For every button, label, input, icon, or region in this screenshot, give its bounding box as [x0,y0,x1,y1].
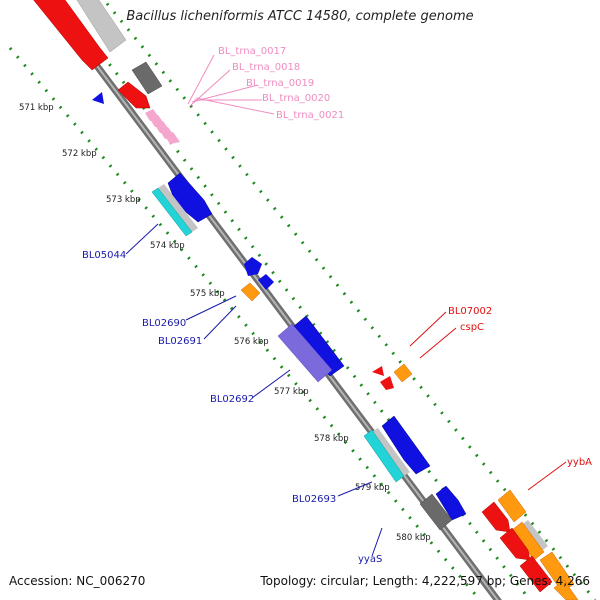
gene-red-yyba-3[interactable] [519,555,553,593]
trna-label-0021[interactable]: BL_trna_0021 [276,110,344,121]
gene-red-cspc[interactable] [380,376,394,390]
gene-orange-yyba-1[interactable] [497,489,527,523]
gene-orange-cspc[interactable] [393,363,413,383]
gene-label-bl02693[interactable]: BL02693 [292,494,336,505]
gene-label-bl02692[interactable]: BL02692 [210,394,254,405]
gene-red-bl07002[interactable] [372,366,384,376]
kbp-tick-label: 580 kbp [396,533,431,543]
gene-gray-yyas[interactable] [419,493,453,531]
gene-label-yyas[interactable]: yyaS [358,554,382,565]
gene-lightgray-bar-573[interactable] [158,184,198,232]
gene-label-cspc[interactable]: cspC [460,322,484,333]
kbp-tick-label: 579 kbp [355,483,390,493]
blue-gene-labels: BL05044 BL02690 BL02691 BL02692 BL02693 … [82,250,382,565]
gene-cyan-bar-578[interactable] [363,429,405,483]
gene-orange-575[interactable] [240,282,261,302]
gene-blue-arrow-578[interactable] [381,415,431,475]
gene-orange-yyba-4[interactable] [553,579,579,600]
gene-red-yyba-1[interactable] [481,501,511,533]
gene-gray-block[interactable] [131,61,163,95]
gene-blue-small-575b[interactable] [258,274,274,290]
kbp-tick-label: 577 kbp [274,387,309,397]
trna-label-0019[interactable]: BL_trna_0019 [246,78,314,89]
gene-lightgray-arrow[interactable] [68,0,127,53]
kbp-tick-label: 575 kbp [190,289,225,299]
gene-lightgray-yyba[interactable] [520,520,548,552]
kbp-tick-label: 573 kbp [106,195,141,205]
gene-blue-small-575a[interactable] [244,257,262,276]
gene-red-yyba-2[interactable] [499,527,531,561]
gene-lightgray-bar-578[interactable] [372,428,410,476]
trna-label-0017[interactable]: BL_trna_0017 [218,46,286,57]
kbp-tick-label: 571 kbp [19,103,54,113]
gene-blue-yyas[interactable] [435,485,467,521]
gene-label-yyba[interactable]: yybA [567,457,592,468]
topology-summary: Topology: circular; Length: 4,222,597 bp… [260,574,590,588]
gene-label-bl07002[interactable]: BL07002 [448,306,492,317]
gene-features [32,0,579,600]
trna-label-0018[interactable]: BL_trna_0018 [232,62,300,73]
accession-label: Accession: NC_006270 [9,574,146,588]
kbp-tick-label: 578 kbp [314,434,349,444]
gene-cyan-bar-573[interactable] [151,187,193,237]
gene-label-leaders [125,54,567,557]
trna-cluster [145,109,180,144]
gene-red-arrow[interactable] [32,0,109,71]
gene-label-bl05044[interactable]: BL05044 [82,250,126,261]
kbp-tick-label: 572 kbp [62,149,97,159]
trna-gene-labels: BL_trna_0017 BL_trna_0018 BL_trna_0019 B… [218,46,344,121]
kbp-tick-label: 576 kbp [234,337,269,347]
gene-label-bl02691[interactable]: BL02691 [158,336,202,347]
trna-label-0020[interactable]: BL_trna_0020 [262,93,330,104]
gene-label-bl02690[interactable]: BL02690 [142,318,186,329]
tick-track-inner-left [8,47,482,600]
gene-blue-small-arrow[interactable] [92,92,104,104]
red-gene-labels: BL07002 cspC yybA [448,306,592,468]
kbp-tick-labels: 571 kbp 572 kbp 573 kbp 574 kbp 575 kbp 576 k… [19,103,431,543]
gene-purple-bar-576[interactable] [277,323,333,383]
kbp-tick-label: 574 kbp [150,241,185,251]
trna-gene-0021[interactable] [165,132,180,144]
gene-red-arrow-small[interactable] [117,81,151,109]
page-title: Bacillus licheniformis ATCC 14580, compl… [126,9,474,24]
